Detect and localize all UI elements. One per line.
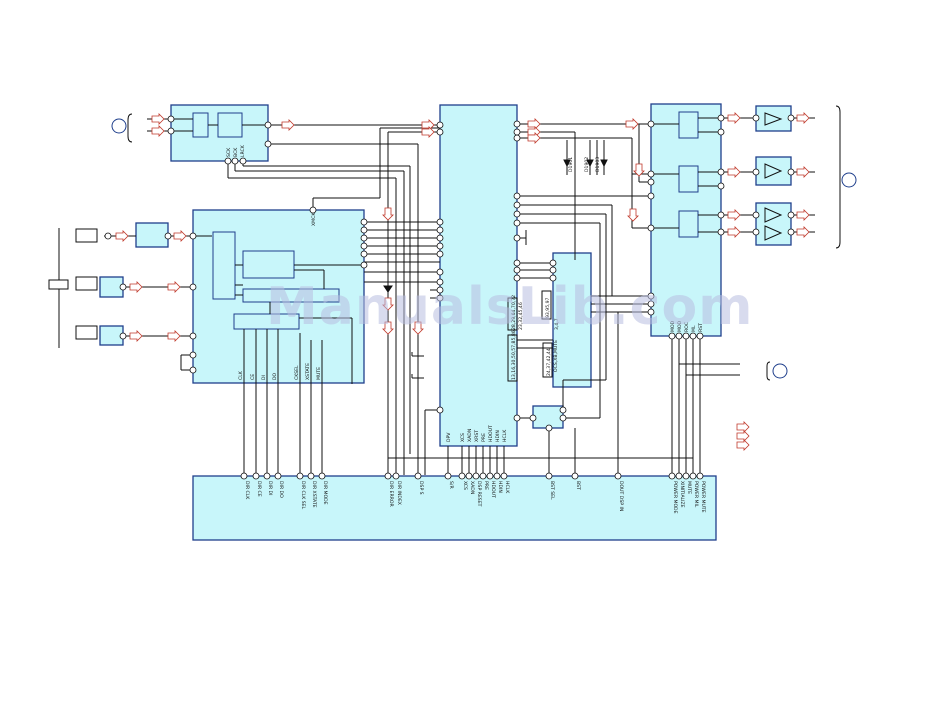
output-block-pin-labels: MOD MOD ROC ML RST <box>670 320 704 332</box>
buffer-block <box>552 252 592 388</box>
amp-block-2 <box>755 156 792 186</box>
wires <box>104 117 815 475</box>
ref-circle-3 <box>772 363 788 379</box>
pin-label-lrck: LRCK <box>240 144 246 157</box>
dsp-pin-hdin: HDIN <box>495 430 501 442</box>
sc-pin-26: POWER MUTE <box>700 481 706 513</box>
output-sub-3 <box>678 210 699 238</box>
sc-pin-19: BST SEL <box>549 481 555 500</box>
dsp-group-7: OCS,XB,MUTE <box>553 340 559 372</box>
sc-pin-9: DIR INDEX <box>396 481 402 505</box>
sc-pin-8: DIR ERROR <box>388 481 394 507</box>
jack-box-1 <box>75 228 98 243</box>
dsp-group-2: 28,29,64,70,72 <box>511 295 517 330</box>
dsp-pin-xrst: XRST <box>474 430 480 442</box>
dsp-group-labels: 13,16,30,50,57,85,86 28,29,64,70,72 93,9… <box>507 290 560 382</box>
dsp-group-3: 93,95,97 <box>545 297 551 318</box>
dsp-pin-xcs: XCS <box>460 433 466 442</box>
sc-pin-5: DIR CLK SEL <box>300 481 306 510</box>
ref-circle-2 <box>841 172 857 188</box>
dsp-group-5: 23,32,45,46 <box>518 302 524 330</box>
dir-pin-cksel: CKSEL <box>294 365 300 380</box>
sc-pin-18: HCLK <box>504 481 510 494</box>
jack-box-3 <box>75 325 98 340</box>
out-pin-4: ML <box>691 325 697 332</box>
diode-label-d1902: D1902 <box>584 157 590 172</box>
dsp-pin-dpv: DPV <box>446 432 452 442</box>
input-jack-block-2 <box>99 276 124 298</box>
out-pin-5: RST <box>698 323 704 332</box>
dir-sub-2 <box>242 250 295 279</box>
signal-arrows <box>115 112 810 451</box>
jack-box-2 <box>75 276 98 291</box>
pin-label-bck: BCK <box>233 147 239 157</box>
sc-pin-21: DOUT DSP IN <box>618 481 624 511</box>
sc-pin-13: XADN <box>469 481 475 494</box>
input-jack-block-3 <box>99 325 124 346</box>
pin-dots <box>104 114 795 480</box>
out-pin-3: ROC <box>684 322 690 332</box>
dir-pin-mute: MUTE <box>316 367 322 380</box>
dsp-pin-pre: PRE <box>481 433 487 442</box>
dir-pin-ce: CE <box>250 374 256 380</box>
sc-pin-25: POWER MIL <box>693 481 699 508</box>
input-jack-block-1 <box>135 222 169 248</box>
sc-pin-17: HDIN <box>497 481 503 493</box>
diode-label-d1901: D1901 <box>568 157 574 172</box>
system-controller-pin-labels: DIR CLK DIR CE DIR DI DIR DO DIR CLK SEL… <box>244 481 706 514</box>
amp-block-3 <box>755 202 792 246</box>
dir-xmck-label: XMCK <box>311 212 317 226</box>
sc-pin-15: PRE <box>483 481 489 490</box>
dir-pin-xstate: XSTATE <box>305 363 311 380</box>
out-pin-2: MOD <box>677 320 683 332</box>
system-controller-block <box>192 475 717 541</box>
dsp-group-1: 13,16,30,50,57,85,86 <box>511 330 517 380</box>
sc-pin-7: DIR MODE <box>322 481 328 505</box>
sc-pin-16: HDOUT <box>490 481 496 498</box>
connector-box <box>48 279 69 290</box>
input-block-pin-labels: SCK BCK LRCK <box>226 144 246 157</box>
output-sub-1 <box>678 111 699 139</box>
sc-pin-20: BST <box>575 481 581 490</box>
sc-pin-22: POWER MODE <box>672 481 678 514</box>
diode-label-d1903: D1903 <box>595 157 601 172</box>
sc-pin-23: XINITIALIZE <box>679 481 685 508</box>
dir-pin-di: DI <box>261 375 267 380</box>
sc-pin-24: MUTE <box>686 481 692 494</box>
dsp-group-4: 24,37,42,44 <box>546 348 552 376</box>
dir-pin-clk: CLK <box>238 370 244 380</box>
sc-pin-2: DIR CE <box>256 481 262 497</box>
sc-pin-14: DSP RESET <box>476 481 482 507</box>
ref-circle-1 <box>111 118 127 134</box>
dir-sub-1 <box>212 231 236 300</box>
sc-pin-1: DIR CLK <box>244 481 250 500</box>
dsp-pin-hdout: HDOUT <box>488 425 494 442</box>
dsp-pin-hclk: HCLK <box>502 429 508 442</box>
dsp-pin-labels: DPV XCS XADN XRST PRE HDOUT HDIN HCLK <box>446 425 508 442</box>
switch-block <box>532 405 564 429</box>
sc-pin-6: DIR XSTATE <box>311 481 317 508</box>
output-sub-2 <box>678 165 699 193</box>
diode-labels: D1901 D1902 D1903 <box>568 157 601 172</box>
watermark-text: ManualsLib.com <box>266 277 753 337</box>
sc-pin-4: DIR DO <box>278 481 284 498</box>
dsp-group-6: 3,4,7 <box>554 318 560 330</box>
sc-pin-3: DIR DI <box>267 481 273 495</box>
dir-pin-do: DO <box>272 372 278 380</box>
dir-bottom-labels: CLK CE DI DO CKSEL XSTATE MUTE <box>238 363 322 380</box>
pin-label-sck: SCK <box>226 147 232 157</box>
out-pin-1: MOD <box>670 320 676 332</box>
amp-block-1 <box>755 105 792 132</box>
sc-pin-11: S/R <box>448 481 454 489</box>
sc-pin-10: DSP S <box>418 481 424 495</box>
dsp-pin-xadn: XADN <box>467 429 473 442</box>
input-sub-2 <box>217 112 243 138</box>
dsp-block <box>439 104 518 447</box>
input-sub-1 <box>192 112 209 138</box>
sc-pin-12: XCS <box>462 481 468 490</box>
